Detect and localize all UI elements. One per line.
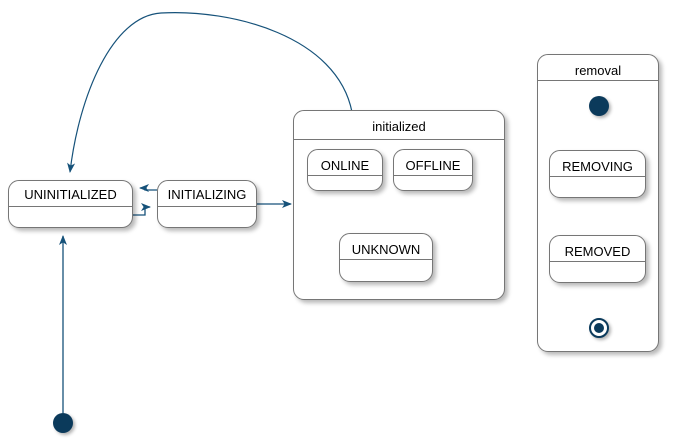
state-offline[interactable]: OFFLINE <box>393 149 473 191</box>
state-removal[interactable]: removal REMOVING REMOVED <box>537 54 659 352</box>
state-unknown[interactable]: UNKNOWN <box>339 233 433 282</box>
state-divider <box>550 176 645 177</box>
state-online[interactable]: ONLINE <box>307 149 383 191</box>
final-state-removal <box>589 318 609 338</box>
state-divider <box>394 175 472 176</box>
edge-initializing-to-uninitialized <box>139 184 157 192</box>
state-divider <box>308 175 382 176</box>
final-state-core <box>594 323 604 333</box>
state-initialized[interactable]: initialized ONLINE OFFLINE UNKNOWN <box>293 110 505 300</box>
state-removed-label: REMOVED <box>564 244 631 259</box>
state-divider <box>538 80 658 81</box>
state-divider <box>294 139 504 140</box>
initial-state-main <box>53 413 73 433</box>
state-removing-label: REMOVING <box>562 159 633 174</box>
state-divider <box>9 206 132 207</box>
state-uninitialized-label: UNINITIALIZED <box>24 187 117 202</box>
state-initializing[interactable]: INITIALIZING <box>157 180 257 228</box>
state-online-label: ONLINE <box>320 158 370 173</box>
initial-state-removal <box>589 96 609 116</box>
state-divider <box>550 261 645 262</box>
state-initializing-label: INITIALIZING <box>167 187 247 202</box>
edge-uninitialized-to-initializing <box>133 203 151 216</box>
state-removed[interactable]: REMOVED <box>549 235 646 283</box>
state-divider <box>158 206 256 207</box>
state-offline-label: OFFLINE <box>405 158 461 173</box>
state-initialized-label: initialized <box>372 119 426 134</box>
state-uninitialized[interactable]: UNINITIALIZED <box>8 180 133 228</box>
state-divider <box>340 259 432 260</box>
state-removing[interactable]: REMOVING <box>549 150 646 198</box>
state-unknown-label: UNKNOWN <box>351 242 421 257</box>
state-removal-label: removal <box>574 63 622 78</box>
